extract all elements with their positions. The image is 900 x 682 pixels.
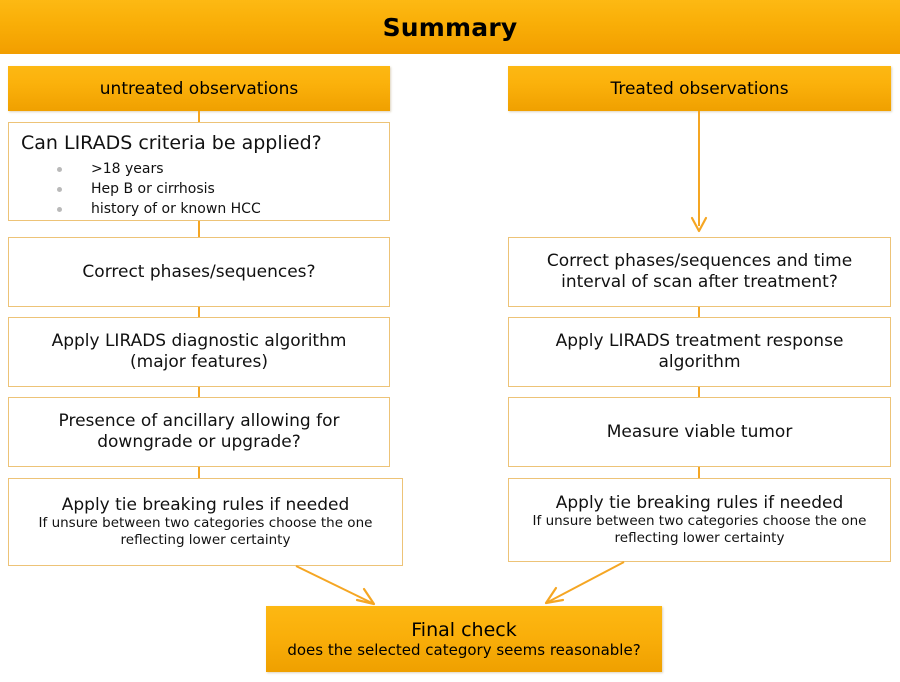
right-step-2-line1: Apply LIRADS treatment response xyxy=(555,331,844,352)
list-item: >18 years xyxy=(57,159,261,179)
final-check-box[interactable]: Final check does the selected category s… xyxy=(266,606,662,672)
right-step-1-line1: Correct phases/sequences and time xyxy=(546,251,853,272)
left-step-4-line2: downgrade or upgrade? xyxy=(97,432,301,452)
arrow-treated-to-step1 xyxy=(690,111,708,233)
left-step-3-line2: (major features) xyxy=(130,352,268,372)
right-step-2-line2: algorithm xyxy=(658,352,741,372)
right-step-2-treatment-response[interactable]: Apply LIRADS treatment response algorith… xyxy=(508,317,891,387)
column-header-treated[interactable]: Treated observations xyxy=(508,66,891,111)
left-step-5-tie-breaking[interactable]: Apply tie breaking rules if needed If un… xyxy=(8,478,403,566)
connector-left-step3-to-step4 xyxy=(198,387,200,397)
left-step-1-bullets: >18 years Hep B or cirrhosis history of … xyxy=(21,159,261,220)
connector-right-step3-to-step4 xyxy=(698,467,700,478)
left-step-2-phases[interactable]: Correct phases/sequences? xyxy=(8,237,390,307)
left-step-3-diagnostic-algorithm[interactable]: Apply LIRADS diagnostic algorithm (major… xyxy=(8,317,390,387)
left-step-1-criteria[interactable]: Can LIRADS criteria be applied? >18 year… xyxy=(8,122,390,221)
connector-right-step2-to-step3 xyxy=(698,387,700,397)
list-item: Hep B or cirrhosis xyxy=(57,179,261,199)
column-header-treated-label: Treated observations xyxy=(610,78,789,99)
connector-left-step2-to-step3 xyxy=(198,307,200,317)
connector-left-step1-to-step2 xyxy=(198,221,200,237)
left-step-4-ancillary[interactable]: Presence of ancillary allowing for downg… xyxy=(8,397,390,467)
right-step-4-tie-breaking[interactable]: Apply tie breaking rules if needed If un… xyxy=(508,478,891,562)
right-step-3-measure-tumor[interactable]: Measure viable tumor xyxy=(508,397,891,467)
connector-left-step4-to-step5 xyxy=(198,467,200,478)
title-banner xyxy=(0,0,900,54)
left-step-4-line1: Presence of ancillary allowing for xyxy=(58,411,340,432)
arrow-right-to-final-check xyxy=(544,561,625,605)
right-step-1-line2: interval of scan after treatment? xyxy=(561,272,838,292)
right-step-3-line1: Measure viable tumor xyxy=(606,421,793,442)
final-check-title: Final check xyxy=(411,618,517,641)
arrow-left-to-final-check xyxy=(295,565,376,606)
column-header-untreated-label: untreated observations xyxy=(99,78,299,99)
left-step-5-sub2: reflecting lower certainty xyxy=(120,532,291,549)
connector-right-step1-to-step2 xyxy=(698,307,700,317)
right-step-4-sub2: reflecting lower certainty xyxy=(614,530,785,547)
final-check-subtitle: does the selected category seems reasona… xyxy=(287,641,641,660)
left-step-3-line1: Apply LIRADS diagnostic algorithm xyxy=(51,331,347,352)
page-title: Summary xyxy=(382,12,518,42)
right-step-1-phases-timing[interactable]: Correct phases/sequences and time interv… xyxy=(508,237,891,307)
right-step-4-sub1: If unsure between two categories choose … xyxy=(532,513,867,530)
column-header-untreated[interactable]: untreated observations xyxy=(8,66,390,111)
left-step-1-title: Can LIRADS criteria be applied? xyxy=(21,132,322,154)
connector-left-header-to-step1 xyxy=(198,111,200,122)
left-step-5-sub1: If unsure between two categories choose … xyxy=(38,515,373,532)
list-item: history of or known HCC xyxy=(57,199,261,219)
left-step-5-main: Apply tie breaking rules if needed xyxy=(61,494,350,515)
left-step-2-line1: Correct phases/sequences? xyxy=(82,261,316,282)
right-step-4-main: Apply tie breaking rules if needed xyxy=(555,492,844,513)
